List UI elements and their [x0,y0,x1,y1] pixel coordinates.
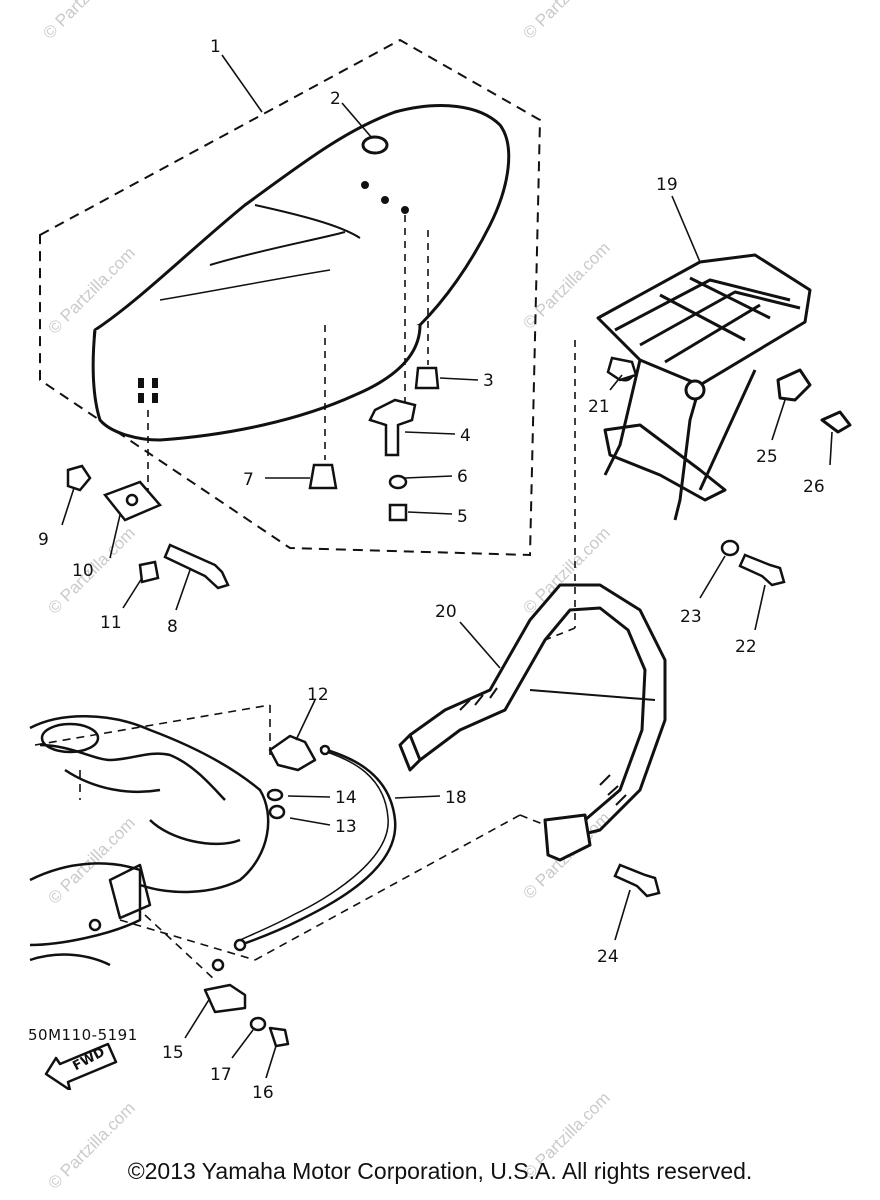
grab-bar [398,583,667,862]
callout-4: 4 [460,426,471,446]
part-3-damper [414,366,440,390]
part-24-bolt [613,863,661,898]
part-11-damper [138,560,160,584]
leader-dashes-rack [544,340,576,641]
callout-12: 12 [307,685,329,705]
part-13-nut [268,804,286,820]
part-4-bracket [368,398,417,457]
frame-section [29,715,270,967]
part-9-nut [66,464,92,492]
callout-23: 23 [680,607,702,627]
callout-2: 2 [330,89,341,109]
callout-17: 17 [210,1065,232,1085]
part-6-collar [388,474,408,490]
callout-1: 1 [210,37,221,57]
part-15-bracket [203,983,247,1014]
seat-hardware [66,366,440,590]
callout-9: 9 [38,530,49,550]
part-23-washer [720,539,740,557]
part-21-bolt [606,356,638,382]
callout-22: 22 [735,637,757,657]
callout-labels: 1 2 3 4 5 6 7 8 9 10 11 12 13 14 15 16 1… [38,37,825,1103]
part-7-damper [308,463,338,490]
callout-6: 6 [457,467,468,487]
callout-15: 15 [162,1043,184,1063]
part-26-bolt [820,410,852,434]
part-8-bolt [163,543,230,590]
callout-24: 24 [597,947,619,967]
part-25-damper [776,368,812,402]
leader-lines [61,54,833,1079]
copyright-notice: ©2013 Yamaha Motor Corporation, U.S.A. A… [127,1158,753,1184]
callout-21: 21 [588,397,610,417]
callout-10: 10 [72,561,94,581]
callout-8: 8 [167,617,178,637]
fwd-arrow-icon [44,1042,118,1090]
watermark: © Partzilla.com [39,0,133,43]
part-16-bolt [268,1026,290,1048]
callout-3: 3 [483,371,494,391]
part-22-bolt [738,553,786,587]
callout-13: 13 [335,817,357,837]
part-12-lock [268,734,317,772]
callout-5: 5 [457,507,468,527]
part-18-cable [239,746,397,947]
callout-16: 16 [252,1083,274,1103]
part-17-washer [249,1016,267,1032]
callout-18: 18 [445,788,467,808]
part-14-washer [266,788,284,802]
diagram-part-code: 50M110-5191 [28,1026,138,1044]
cable-assembly [203,734,397,1048]
seat-assembly-boundary [39,38,542,557]
rack-hardware [606,356,786,898]
part-5-bolt [388,503,408,522]
callout-11: 11 [100,613,122,633]
callout-26: 26 [803,477,825,497]
seat [91,104,511,442]
watermark: © Partzilla.com [519,523,613,617]
callout-14: 14 [335,788,357,808]
callout-20: 20 [435,602,457,622]
seat-alignment-lines [147,215,429,490]
watermark: © Partzilla.com [44,813,138,907]
callout-25: 25 [756,447,778,467]
callout-19: 19 [656,175,678,195]
callout-7: 7 [243,470,254,490]
watermark: © Partzilla.com [519,0,613,43]
